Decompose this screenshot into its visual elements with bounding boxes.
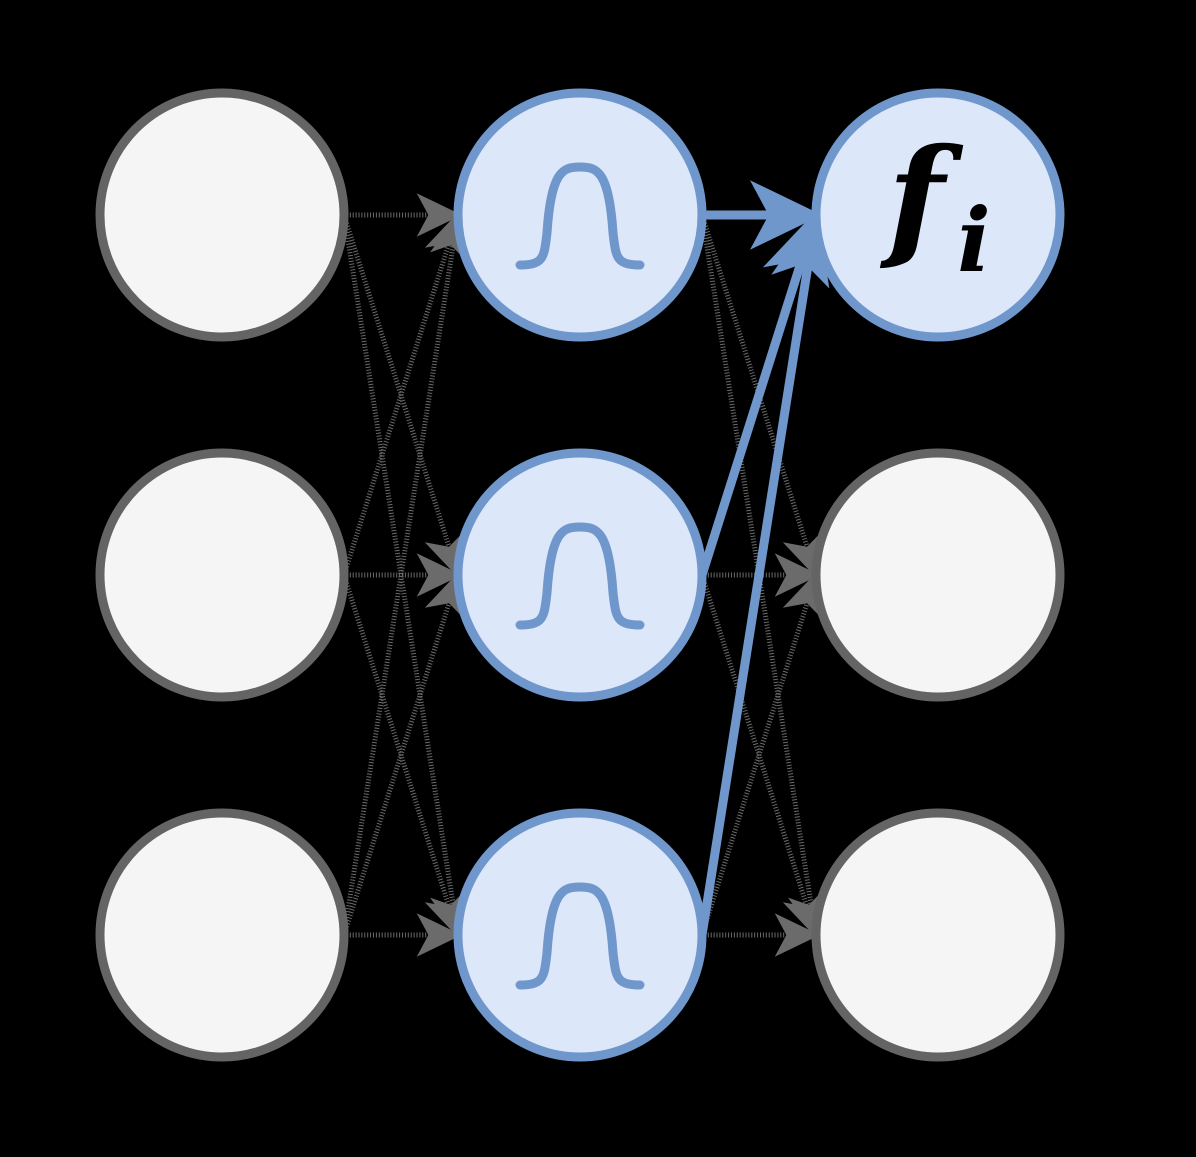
edge-line (341, 211, 467, 576)
edge-line (699, 574, 825, 939)
gaussian-bump-icon (515, 162, 645, 270)
edge-hid-3-to-out-1 (697, 209, 841, 936)
edge-in-3-to-hid-1 (341, 211, 474, 936)
node-out-3[interactable] (811, 808, 1065, 1062)
node-circle[interactable] (453, 808, 707, 1062)
node-hid-1[interactable] (453, 88, 707, 342)
node-out-2[interactable] (811, 448, 1065, 702)
edge-hid-2-to-out-1 (697, 209, 830, 577)
edge-in-3-to-hid-2 (341, 571, 467, 936)
edge-line (341, 571, 467, 936)
node-in-2[interactable] (95, 448, 349, 702)
node-hid-3[interactable] (453, 808, 707, 1062)
node-circle[interactable] (811, 808, 1065, 1062)
node-hid-2[interactable] (453, 448, 707, 702)
node-circle[interactable] (811, 88, 1065, 342)
node-circle[interactable] (95, 808, 349, 1062)
node-circle[interactable] (811, 448, 1065, 702)
node-circle[interactable] (95, 448, 349, 702)
node-circle[interactable] (453, 448, 707, 702)
node-circle[interactable] (453, 88, 707, 342)
edge-in-2-to-hid-1 (341, 211, 467, 576)
edge-hid-2-to-out-3 (699, 574, 825, 939)
edge-line (341, 211, 474, 936)
gaussian-bump-icon (515, 522, 645, 630)
node-in-1[interactable] (95, 88, 349, 342)
edge-in-1-to-hid-3 (341, 214, 474, 939)
node-circle[interactable] (95, 88, 349, 342)
gaussian-bump-icon (515, 882, 645, 990)
edge-line (341, 214, 474, 939)
edges-blue (697, 180, 841, 936)
node-label-subscript: i (957, 188, 990, 292)
node-in-3[interactable] (95, 808, 349, 1062)
edge-line (697, 209, 841, 936)
edge-line (697, 209, 830, 577)
